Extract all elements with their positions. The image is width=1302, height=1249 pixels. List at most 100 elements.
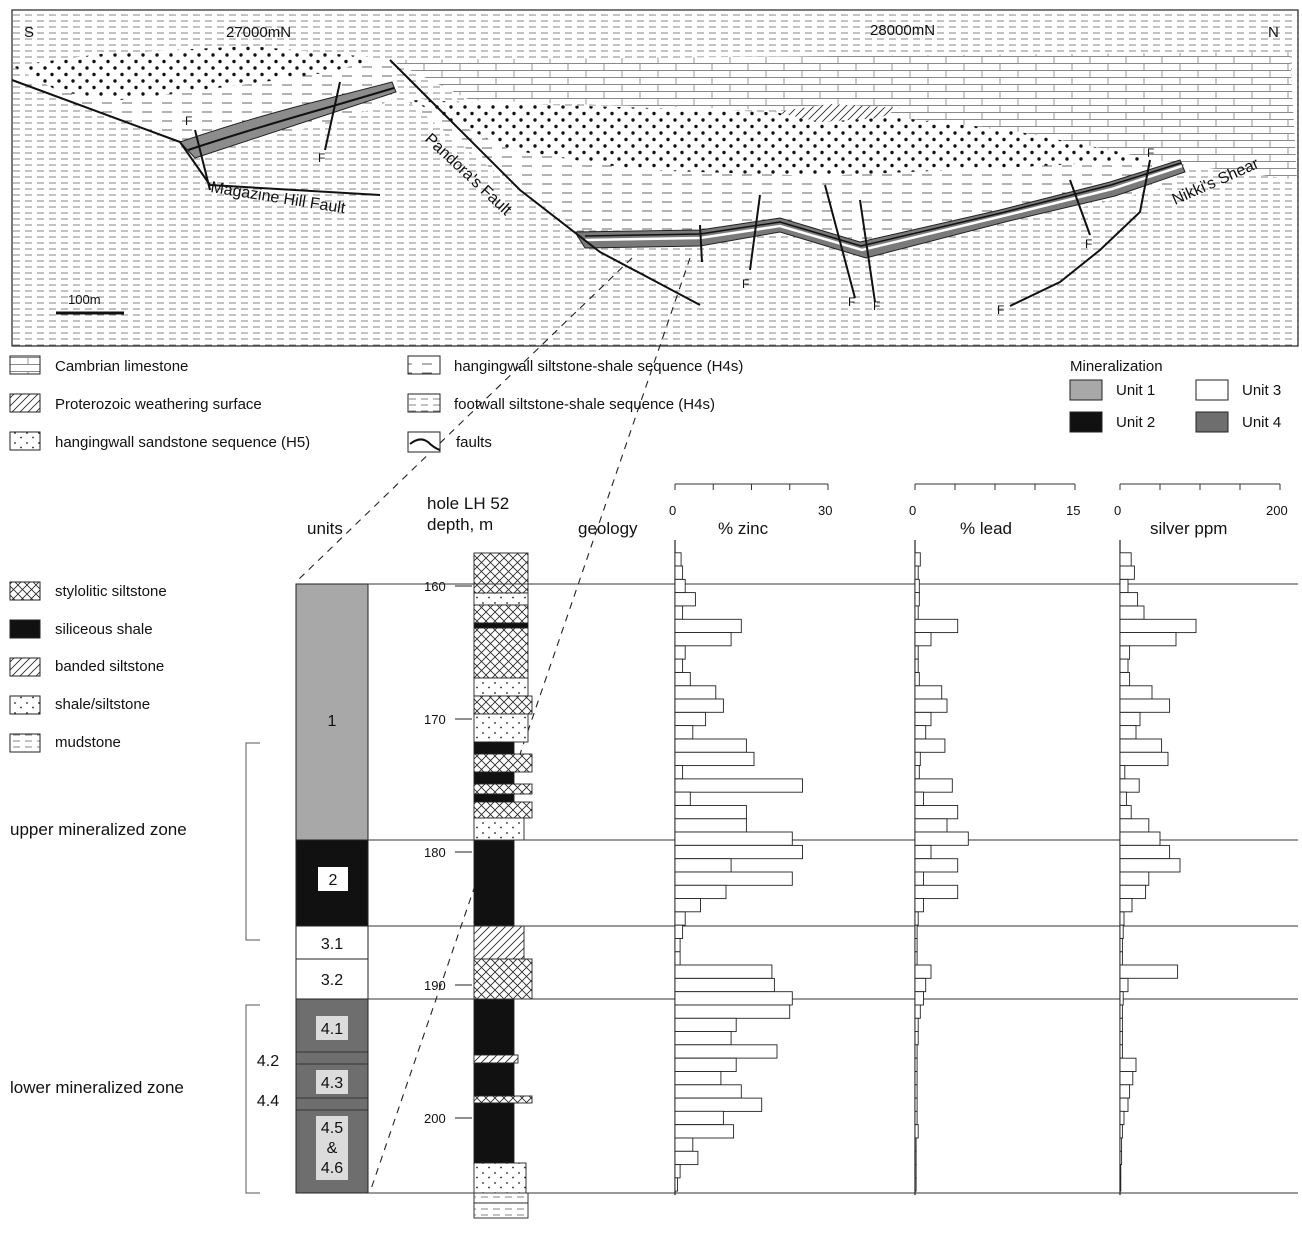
legend-item-sandstone: hangingwall sandstone sequence (H5) xyxy=(9,431,310,451)
lead-bar xyxy=(914,751,921,767)
geology-header: geology xyxy=(578,519,638,538)
silver-bar xyxy=(1119,672,1131,687)
lead-panel: % lead 0 15 xyxy=(909,483,1080,1196)
svg-text:F: F xyxy=(1147,146,1154,160)
lead-bar xyxy=(914,1110,918,1126)
zinc-bar xyxy=(674,698,724,713)
silver-bar xyxy=(1119,938,1123,953)
unit-3-2-label: 3.2 xyxy=(321,972,343,989)
zinc-bar xyxy=(674,1084,742,1099)
silver-bar xyxy=(1119,618,1197,634)
legend-top: Cambrian limestone Proterozoic weatherin… xyxy=(9,355,743,453)
cross-section: S N 27000mN 28000mN Magazine Hill Fault … xyxy=(11,9,1299,1193)
zinc-bar xyxy=(674,1031,732,1046)
zinc-bar xyxy=(674,977,775,993)
silver-bar xyxy=(1119,1164,1122,1179)
lead-bar xyxy=(914,1164,917,1179)
lead-bar xyxy=(914,592,920,607)
zinc-bar xyxy=(674,1017,737,1033)
lead-bar xyxy=(914,938,918,953)
lead-bar xyxy=(914,738,946,753)
svg-text:F: F xyxy=(997,303,1004,317)
unit-3-2-block xyxy=(295,958,369,1000)
geology-log xyxy=(473,552,533,1219)
svg-text:Unit 4: Unit 4 xyxy=(1242,414,1281,431)
zinc-panel: % zinc 0 30 xyxy=(669,483,832,1196)
unit1-swatch xyxy=(1069,379,1103,401)
silver-axis-min: 0 xyxy=(1114,503,1121,518)
lead-bar xyxy=(914,884,959,900)
mineralization-title: Mineralization xyxy=(1070,358,1163,375)
lead-bar xyxy=(914,658,919,673)
lead-bar xyxy=(914,672,920,687)
lead-bar xyxy=(914,1150,917,1166)
svg-text:shale/siltstone: shale/siltstone xyxy=(55,696,150,713)
silver-bar xyxy=(1119,751,1169,767)
section-frame xyxy=(11,9,1299,347)
fault-tags: F F F F F F F F xyxy=(185,114,1154,317)
lead-scale-axis xyxy=(914,483,1076,490)
zinc-bar xyxy=(674,884,727,900)
silver-bar xyxy=(1119,765,1126,780)
silver-bar xyxy=(1119,1004,1123,1019)
silver-bar xyxy=(1119,1110,1125,1126)
unit-4-2-label: 4.2 xyxy=(257,1053,279,1070)
svg-text:170: 170 xyxy=(424,712,446,727)
unit2-swatch xyxy=(1069,411,1103,433)
silver-bar xyxy=(1119,685,1153,700)
depth-axis: 160 170 180 190 200 xyxy=(424,579,472,1126)
unit-amp-label: & xyxy=(327,1140,338,1157)
lead-bar xyxy=(914,645,919,660)
zinc-panel-title: % zinc xyxy=(718,519,769,538)
zinc-bar xyxy=(674,685,717,700)
svg-text:Cambrian limestone: Cambrian limestone xyxy=(55,358,188,375)
zinc-bar xyxy=(674,1124,735,1139)
zinc-bar xyxy=(674,1177,678,1192)
zinc-bar xyxy=(674,871,793,886)
silver-scale-axis xyxy=(1119,483,1281,490)
south-label: S xyxy=(24,24,34,41)
lead-bar xyxy=(914,858,959,873)
zinc-bar xyxy=(674,778,803,793)
silver-bar xyxy=(1119,658,1129,673)
zinc-bar xyxy=(674,1137,694,1152)
silver-bar xyxy=(1119,884,1147,900)
silver-bar xyxy=(1119,565,1135,580)
silver-bar xyxy=(1119,698,1171,713)
silver-bar xyxy=(1119,844,1171,860)
weathering-surface xyxy=(775,104,900,122)
zinc-bar xyxy=(674,831,793,846)
silver-bar xyxy=(1119,645,1131,660)
hole-header: hole LH 52 xyxy=(427,494,509,513)
zinc-bar xyxy=(674,858,732,873)
lead-bar xyxy=(914,552,921,567)
zinc-bar xyxy=(674,1044,778,1059)
section-tie-lines xyxy=(297,257,691,1193)
zinc-bar xyxy=(674,898,701,913)
fault-lines xyxy=(11,59,1151,307)
lead-panel-title: % lead xyxy=(960,519,1012,538)
lead-bar xyxy=(914,725,927,740)
zinc-bar xyxy=(674,1110,724,1126)
lead-bar xyxy=(914,632,932,647)
zinc-bar xyxy=(674,805,747,820)
lead-bar xyxy=(914,991,924,1006)
silver-bar xyxy=(1119,552,1132,567)
lead-bar xyxy=(914,844,932,860)
zinc-scale-axis xyxy=(674,483,829,490)
lead-bar xyxy=(914,831,969,846)
unit-3-1-label: 3.1 xyxy=(321,936,343,953)
svg-text:Proterozoic weathering surface: Proterozoic weathering surface xyxy=(55,396,262,413)
zinc-bar xyxy=(674,818,747,833)
lithology-legend: stylolitic siltstone siliceous shale ban… xyxy=(9,581,167,753)
zinc-bar xyxy=(674,725,694,740)
lead-bar xyxy=(914,1004,921,1019)
lead-bar xyxy=(914,1084,918,1099)
svg-text:banded siltstone: banded siltstone xyxy=(55,658,164,675)
unit-1-block xyxy=(295,583,369,841)
legend-item-limestone: Cambrian limestone xyxy=(9,355,188,375)
silver-bar xyxy=(1119,858,1181,873)
zinc-bar xyxy=(674,738,747,753)
lead-bar xyxy=(914,605,919,620)
units-column: 1 2 3.1 3.2 4.1 4.2 4.3 4.4 4.5 & 4.6 xyxy=(257,583,369,1194)
